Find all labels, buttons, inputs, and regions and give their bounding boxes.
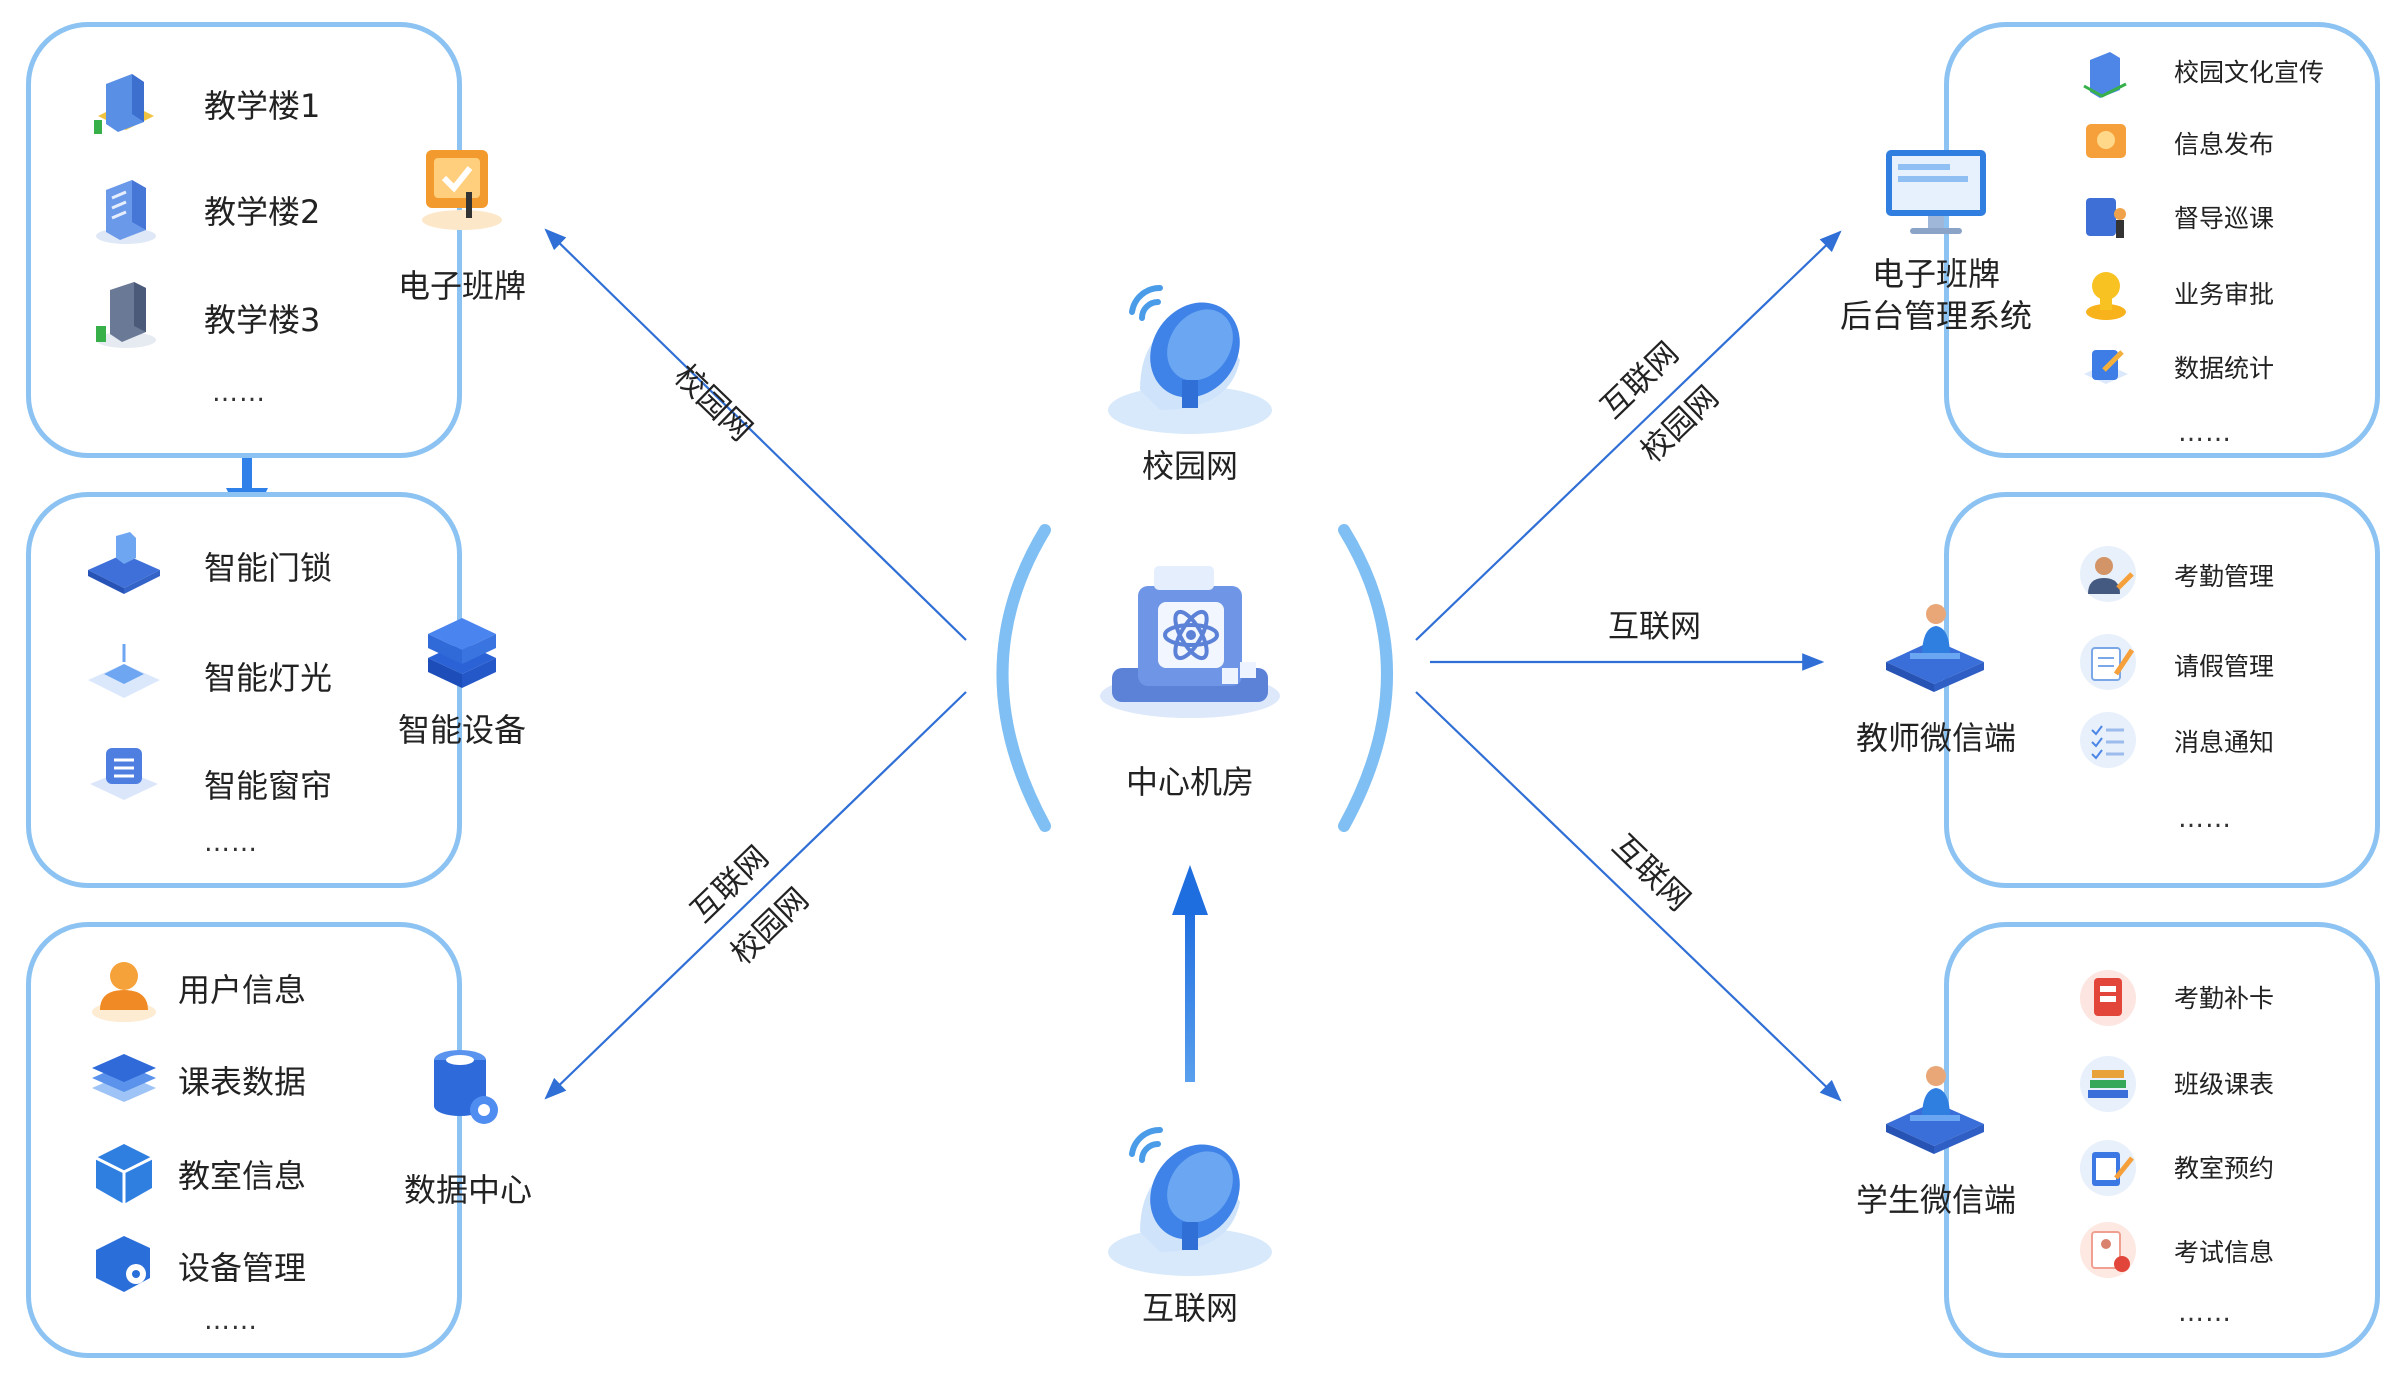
bottom-node-label: 互联网 (1141, 1289, 1238, 1327)
center-title: 中心机房 (1125, 763, 1254, 801)
culture-icon (2078, 46, 2134, 106)
left-panel-2-item-2: 智能灯光 (204, 659, 333, 697)
user-icon (86, 952, 160, 1030)
left-panel-3-item-1: 用户信息 (178, 971, 307, 1009)
top-node-label: 校园网 (1141, 447, 1238, 485)
right-panel-3-item-4: 考试信息 (2174, 1238, 2275, 1267)
left-panel-3-title: 数据中心 (404, 1171, 533, 1209)
link-label-mid-right: 互联网 (1608, 609, 1701, 645)
approval-icon (2078, 264, 2134, 328)
left-panel-3-item-4: 设备管理 (178, 1249, 307, 1287)
notification-icon (2078, 710, 2138, 774)
person-platform-icon (1880, 600, 1990, 700)
left-panel-smart-devices (26, 492, 462, 888)
left-panel-3-item-2: 课表数据 (178, 1063, 307, 1101)
center-node: 中心机房 (1090, 556, 1290, 806)
statistics-icon (2078, 340, 2134, 400)
link-bottom-right (1415, 691, 1842, 1102)
left-panel-2-title: 智能设备 (398, 711, 527, 749)
right-panel-1-item-1: 校园文化宣传 (2174, 58, 2325, 87)
inspection-icon (2078, 190, 2134, 250)
left-panel-1-item-1: 教学楼1 (204, 87, 321, 125)
smart-lock-icon (84, 530, 164, 604)
timetable-icon (2078, 1054, 2138, 1118)
link-top-left (544, 228, 967, 641)
layers-icon (86, 1046, 160, 1124)
right-panel-3-item-2: 班级课表 (2174, 1070, 2275, 1099)
left-panel-data-center (26, 922, 462, 1358)
smart-light-icon (84, 640, 164, 714)
link-bottom-left (544, 691, 967, 1100)
right-panel-student (1944, 922, 2380, 1358)
top-satellite-node: 校园网 (1100, 270, 1280, 500)
bottom-satellite-node: 互联网 (1100, 1112, 1280, 1342)
attendance-icon (2078, 544, 2138, 608)
left-panel-2-more: …… (204, 828, 258, 858)
database-icon (418, 1044, 508, 1138)
left-panel-3-more: …… (204, 1306, 258, 1336)
monitor-icon (1882, 144, 1992, 248)
right-panel-2-item-3: 消息通知 (2174, 728, 2275, 757)
device-management-icon (86, 1228, 160, 1306)
right-panel-2-item-1: 考勤管理 (2174, 562, 2275, 591)
right-panel-backend (1944, 22, 2380, 458)
right-panel-1-title-line1: 电子班牌 (1871, 255, 2000, 293)
left-panel-2-item-3: 智能窗帘 (204, 767, 333, 805)
server-room-icon (1100, 566, 1280, 718)
right-panel-1-item-5: 数据统计 (2174, 354, 2275, 383)
building-icon (88, 176, 162, 254)
left-panel-1-title: 电子班牌 (398, 267, 527, 305)
link-top-right (1415, 230, 1842, 641)
right-panel-3-item-3: 教室预约 (2174, 1154, 2275, 1183)
left-panel-3-item-3: 教室信息 (178, 1157, 307, 1195)
smart-device-icon (420, 614, 506, 704)
right-panel-1-more: …… (2178, 418, 2232, 448)
class-board-icon (414, 140, 510, 240)
left-panel-1-more: …… (212, 378, 266, 408)
link-bottom-arrow-head (1172, 865, 1208, 915)
satellite-dish-icon (1108, 1126, 1272, 1276)
right-panel-teacher (1944, 492, 2380, 888)
clock-in-icon (2078, 968, 2138, 1032)
building-icon (88, 70, 162, 148)
right-panel-3-more: …… (2178, 1298, 2232, 1328)
right-panel-1-item-3: 督导巡课 (2174, 204, 2275, 233)
person-platform-icon (1880, 1062, 1990, 1162)
bracket-left (996, 524, 1051, 832)
left-panel-classboard (26, 22, 462, 458)
right-panel-1-title-line2: 后台管理系统 (1839, 297, 2032, 335)
cube-icon (86, 1138, 160, 1216)
building-icon (88, 278, 162, 356)
exam-icon (2078, 1220, 2138, 1284)
left-panel-2-item-1: 智能门锁 (204, 549, 333, 587)
right-panel-3-item-1: 考勤补卡 (2174, 984, 2275, 1013)
leave-icon (2078, 632, 2138, 696)
right-panel-3-title: 学生微信端 (1855, 1181, 2016, 1219)
right-panel-1-item-4: 业务审批 (2174, 280, 2275, 309)
announcement-icon (2078, 116, 2134, 176)
left-panel-1-item-3: 教学楼3 (204, 301, 321, 339)
reservation-icon (2078, 1138, 2138, 1202)
right-panel-1-item-2: 信息发布 (2174, 130, 2275, 159)
right-panel-2-more: …… (2178, 804, 2232, 834)
right-panel-2-item-2: 请假管理 (2174, 652, 2275, 681)
link-bottom-arrow-shaft (1185, 910, 1195, 1082)
satellite-dish-icon (1108, 284, 1272, 434)
left-panel-1-item-2: 教学楼2 (204, 193, 321, 231)
bracket-right (1338, 524, 1393, 832)
right-panel-2-title: 教师微信端 (1855, 719, 2016, 757)
smart-curtain-icon (84, 742, 164, 816)
